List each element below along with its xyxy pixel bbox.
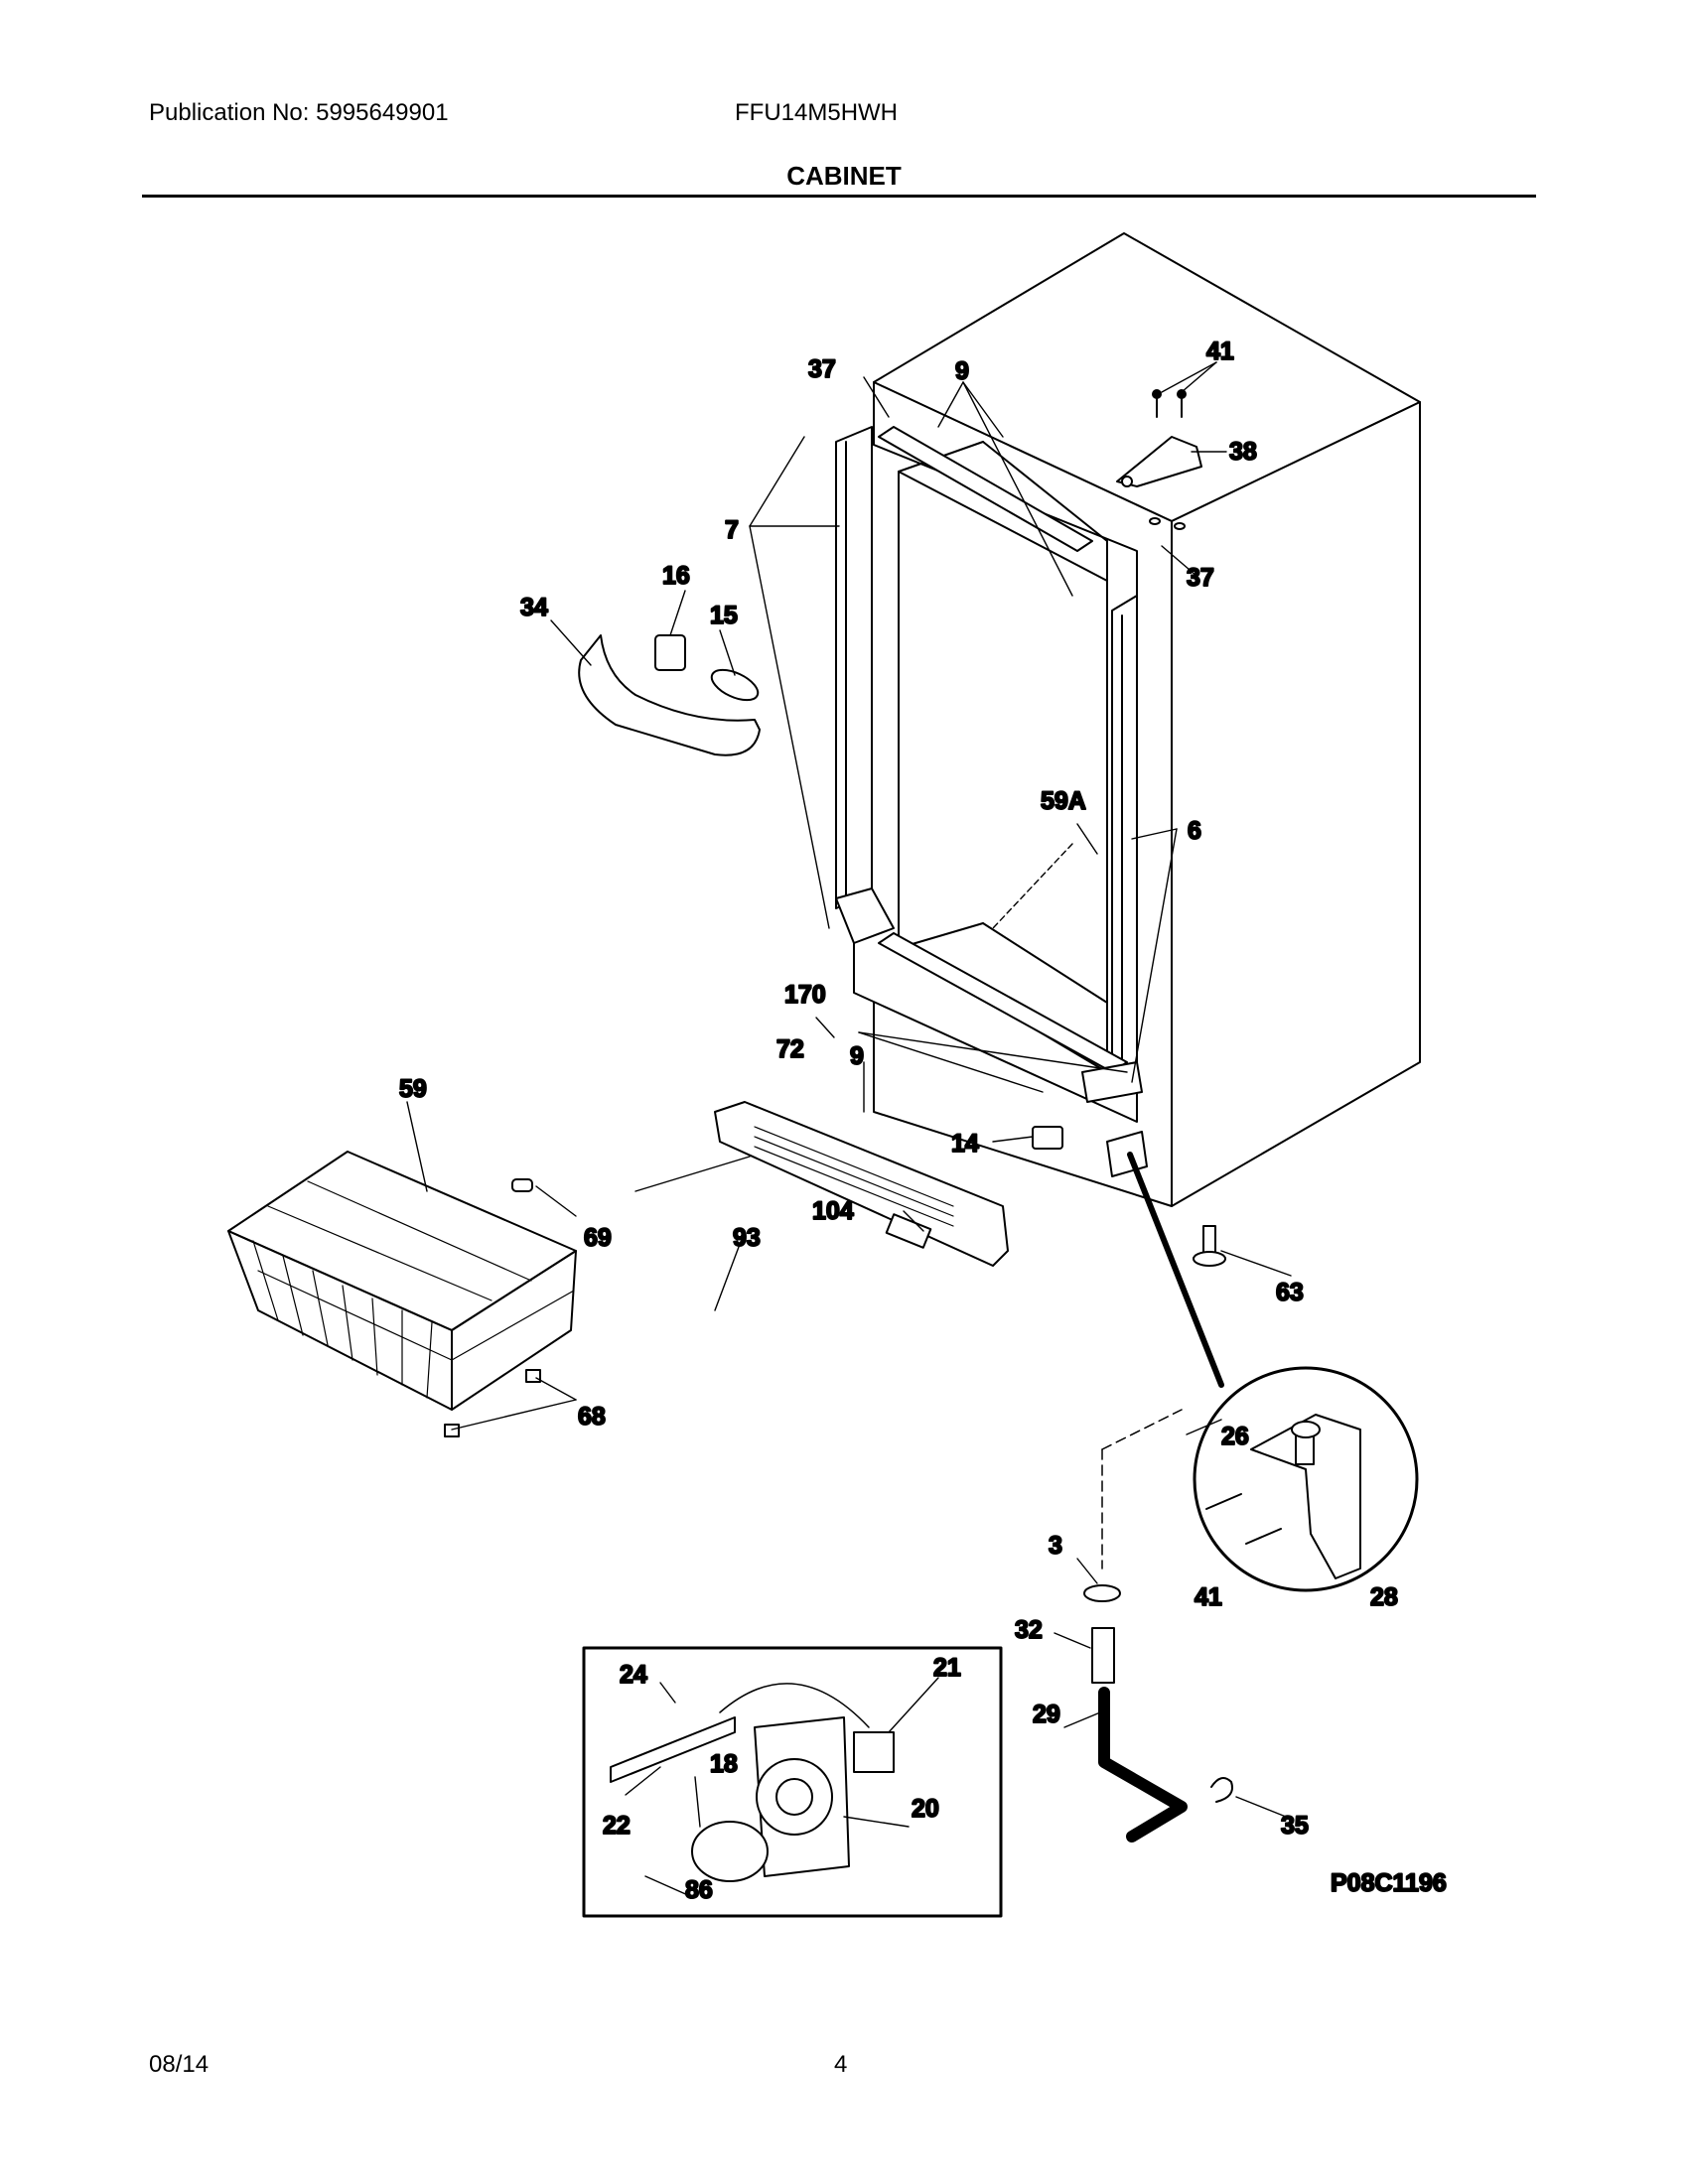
- callout-18: 18: [710, 1750, 738, 1778]
- hinge-detail-circle: [1193, 1366, 1419, 1592]
- title-divider: [142, 195, 1536, 198]
- callout-26: 26: [1221, 1423, 1249, 1450]
- callout-69: 69: [584, 1224, 612, 1252]
- callout-72: 72: [776, 1035, 804, 1063]
- callout-59: 59: [399, 1075, 427, 1103]
- switch-and-bracket: [1032, 1126, 1224, 1388]
- callout-9: 9: [955, 357, 969, 385]
- callout-68: 68: [578, 1403, 606, 1431]
- cabinet-body: [853, 232, 1421, 1207]
- callout-14: 14: [951, 1130, 979, 1158]
- callout-86: 86: [685, 1876, 713, 1904]
- callout-34: 34: [520, 594, 548, 621]
- callout-93: 93: [733, 1224, 761, 1252]
- page-number: 4: [834, 2051, 848, 2078]
- callout-32: 32: [1015, 1616, 1043, 1644]
- callout-21: 21: [933, 1654, 961, 1682]
- callout-38: 38: [1229, 438, 1257, 466]
- callout-24: 24: [620, 1661, 647, 1689]
- callout-3: 3: [1049, 1532, 1062, 1560]
- control-inset: [582, 1646, 1003, 1918]
- callout-labels: 37 9 41 38 37 7 16 15 34 59A 6 170 72 9 …: [398, 337, 1448, 1905]
- callout-41-detail: 41: [1195, 1583, 1222, 1611]
- drain-assembly: [1083, 1409, 1233, 1843]
- callout-37: 37: [808, 355, 836, 383]
- callout-37-right: 37: [1187, 564, 1214, 592]
- publication-number: Publication No: 5995649901: [149, 99, 449, 126]
- callout-16: 16: [662, 562, 690, 590]
- callout-20: 20: [912, 1795, 939, 1823]
- callout-15: 15: [710, 602, 738, 629]
- callout-41: 41: [1206, 338, 1234, 365]
- footer-date: 08/14: [149, 2051, 210, 2078]
- model-number: FFU14M5HWH: [735, 99, 899, 126]
- section-title: CABINET: [786, 161, 902, 191]
- callout-35: 35: [1281, 1812, 1309, 1840]
- callout-59a: 59A: [1041, 787, 1086, 815]
- callout-29: 29: [1033, 1701, 1060, 1728]
- callout-170: 170: [784, 981, 826, 1009]
- grille: [714, 1101, 1009, 1267]
- leader-lines: [406, 361, 1292, 1897]
- light-assembly: [578, 634, 761, 756]
- leveling-leg: [1193, 1225, 1226, 1267]
- callout-63: 63: [1276, 1279, 1304, 1306]
- breaker-strips: [835, 426, 1143, 1103]
- top-hinge: [1116, 389, 1202, 487]
- basket: [227, 1151, 577, 1437]
- callout-9-bottom: 9: [850, 1042, 864, 1070]
- callout-28: 28: [1370, 1583, 1398, 1611]
- callout-22: 22: [603, 1812, 631, 1840]
- callout-7: 7: [725, 516, 739, 544]
- callout-104: 104: [812, 1197, 854, 1225]
- figure-code: P08C1196: [1331, 1869, 1447, 1897]
- callout-6: 6: [1188, 817, 1201, 845]
